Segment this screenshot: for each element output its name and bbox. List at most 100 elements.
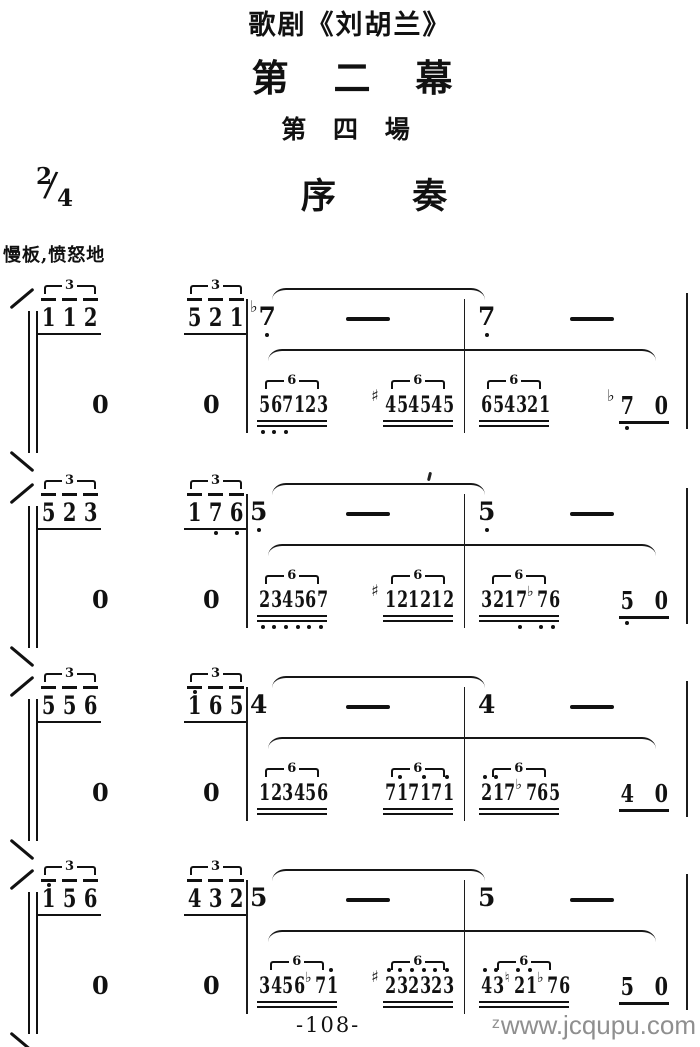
note-digit: 1 xyxy=(419,780,431,806)
note-digit: 5 xyxy=(259,392,271,418)
long-note: 4 xyxy=(250,691,267,718)
note-digit: 6 xyxy=(537,780,549,806)
note-digit: 5 xyxy=(396,392,408,418)
barline-end xyxy=(686,874,689,1010)
note-digit: 2 xyxy=(385,973,397,999)
upper-slur xyxy=(272,676,485,694)
beam-line xyxy=(184,332,247,335)
sixteenth-line xyxy=(41,686,56,689)
tuplet-bracket-line xyxy=(526,768,546,777)
tuplet-number: 3 xyxy=(64,473,75,488)
tuplet-bracket-line xyxy=(299,768,319,777)
tuplet-number: 6 xyxy=(514,761,524,776)
note: 1 xyxy=(38,298,59,331)
tuplet-bracket-line xyxy=(77,866,96,875)
note: 7 xyxy=(280,393,293,434)
note-digit: 3 xyxy=(443,973,455,999)
note: 6 xyxy=(303,588,317,629)
note-digit: 5 xyxy=(41,497,56,527)
sixteenth-line xyxy=(229,686,244,689)
note-digit: 1 xyxy=(431,587,443,613)
barline xyxy=(246,299,248,433)
note: 1 xyxy=(184,686,205,719)
octave-dot-high xyxy=(444,774,449,779)
octave-dot-low xyxy=(283,430,288,434)
note: 5 xyxy=(418,393,431,418)
tuplet-bracket-line xyxy=(264,380,285,389)
sharp-accidental-icon: ♯ xyxy=(371,967,379,986)
system-bracket xyxy=(28,699,38,841)
note-digit: 5 xyxy=(41,690,56,720)
tuplet-bracket-line xyxy=(189,480,208,489)
beam-line xyxy=(383,808,453,810)
tuplet-bracket: 6 xyxy=(390,762,445,778)
note: 2 xyxy=(512,967,525,999)
tuplet-bracket-line xyxy=(43,285,62,294)
note-digit: 4 xyxy=(620,779,635,808)
note-digit: 1 xyxy=(187,497,202,527)
duration-dash xyxy=(346,898,390,902)
note: 2 xyxy=(418,588,431,613)
note-digit: 4 xyxy=(270,973,282,999)
octave-dot-high xyxy=(515,967,520,972)
tuplet-bracket-line xyxy=(43,673,62,682)
system-bracket-bottom-stroke xyxy=(9,1031,35,1047)
tuplet-bracket: 3 xyxy=(43,473,96,490)
note-digit: 1 xyxy=(62,302,77,332)
note-digit: 4 xyxy=(408,392,420,418)
tuplet-bracket-line xyxy=(77,673,96,682)
note-digit: 6 xyxy=(549,587,561,613)
note-digit: 4 xyxy=(481,973,493,999)
octave-dot-low xyxy=(256,528,261,532)
tuplet-number: 6 xyxy=(287,373,297,388)
rest-note: 0 xyxy=(92,585,109,614)
note: 2 xyxy=(205,298,226,331)
note-digit: 6 xyxy=(293,973,305,999)
note-digit: 1 xyxy=(492,780,504,806)
barline xyxy=(246,880,248,1014)
time-signature: 2 / 4 xyxy=(34,163,82,219)
note: 1 xyxy=(226,298,247,331)
note: 4 xyxy=(269,973,282,999)
tuplet-bracket: 3 xyxy=(189,860,242,876)
note-digit: 5 xyxy=(478,883,496,912)
note: 5 xyxy=(619,588,635,625)
beam-line xyxy=(383,615,453,617)
octave-dot-low xyxy=(272,430,277,434)
note: 1 xyxy=(502,588,515,613)
note-digit: 1 xyxy=(408,587,420,613)
tuplet-bracket: 6 xyxy=(264,569,319,585)
tuplet-number: 6 xyxy=(514,568,524,583)
tuplet-bracket: 6 xyxy=(269,955,324,971)
note: 7 xyxy=(545,974,559,999)
tuplet-number: 6 xyxy=(413,954,423,969)
note-digit: 0 xyxy=(654,779,669,808)
note-digit: 3 xyxy=(282,780,294,806)
note-digit: 3 xyxy=(83,497,98,527)
sixteenth-line xyxy=(208,493,223,496)
tuplet-bracket: 3 xyxy=(43,859,96,876)
octave-dot-high xyxy=(444,967,449,972)
tuplet-number: 3 xyxy=(64,859,75,874)
system-bracket-top-stroke xyxy=(9,868,35,891)
note-digit: 1 xyxy=(229,302,244,332)
note: 2 xyxy=(406,967,419,999)
note: 1 xyxy=(418,774,431,806)
note: 4 xyxy=(619,781,635,806)
duration-dash xyxy=(346,705,390,709)
tuplet-bracket-line xyxy=(264,575,285,584)
note: 1 xyxy=(325,967,338,999)
note-digit: 4 xyxy=(250,690,268,719)
sixteenth-line xyxy=(62,298,77,301)
note-digit: 7 xyxy=(259,303,276,337)
tuplet-bracket-line xyxy=(223,866,242,875)
beam-line xyxy=(479,425,549,427)
